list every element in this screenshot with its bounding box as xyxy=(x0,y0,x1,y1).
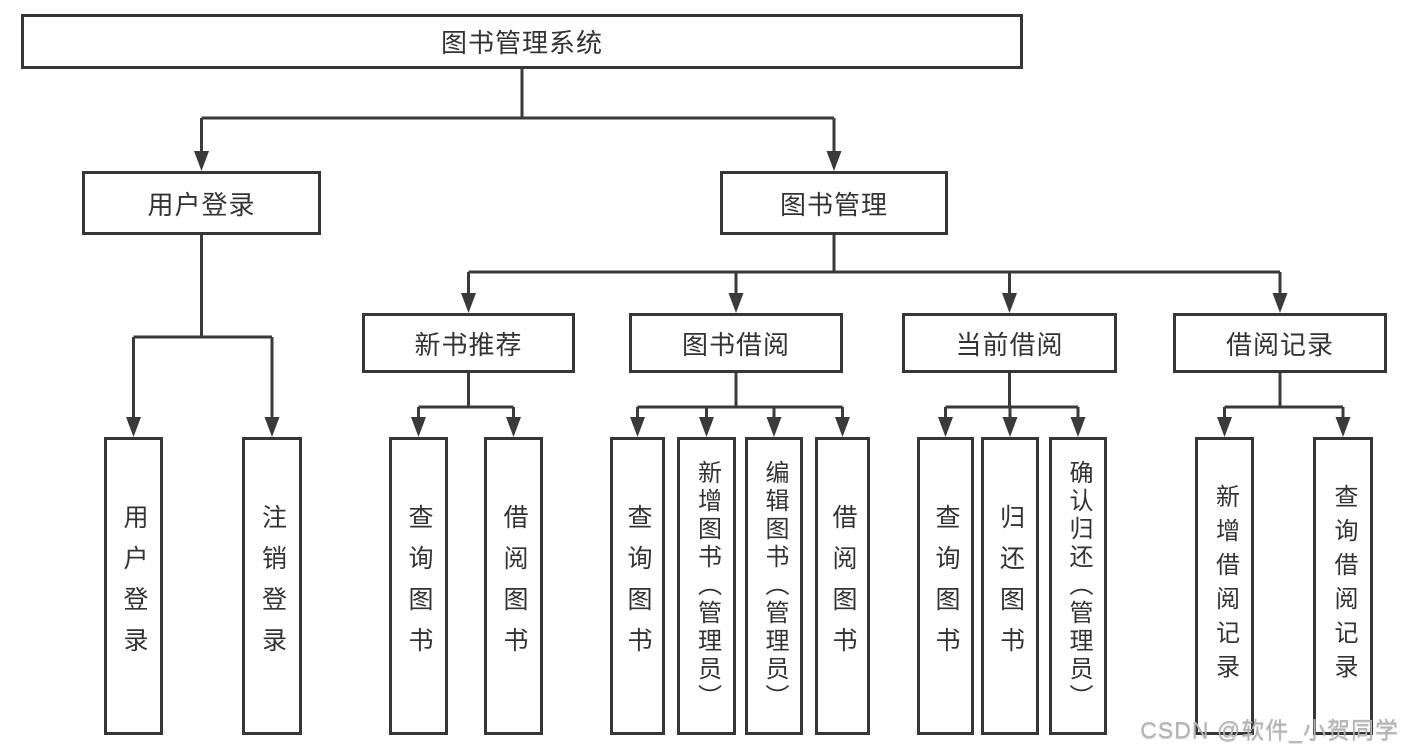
leaf-add-borrow-record: 新增借阅记录 xyxy=(1195,437,1254,735)
node-user-login: 用户登录 xyxy=(82,171,321,235)
node-label: 新书推荐 xyxy=(414,329,523,360)
node-new-book-recommend: 新书推荐 xyxy=(362,313,575,373)
node-label: 图书管理 xyxy=(779,189,888,220)
node-label: 借阅记录 xyxy=(1225,329,1334,360)
leaf-confirm-return-admin: 确认归还（管理员） xyxy=(1049,437,1107,735)
node-book-management: 图书管理 xyxy=(720,171,948,235)
node-label: 查询借阅记录 xyxy=(1330,484,1357,688)
leaf-borrow-books-recommend: 借阅图书 xyxy=(484,437,543,735)
leaf-borrow-books-borrowing: 借阅图书 xyxy=(815,437,870,735)
csdn-watermark: CSDN @软件_小贺同学 xyxy=(1140,717,1399,743)
node-current-borrowing: 当前借阅 xyxy=(902,313,1117,373)
node-label: 新增图书（管理员） xyxy=(693,460,721,712)
node-label: 用户登录 xyxy=(120,504,148,668)
node-label: 借阅图书 xyxy=(500,504,528,668)
leaf-user-login: 用户登录 xyxy=(104,437,163,735)
leaf-logout: 注销登录 xyxy=(242,437,302,735)
node-label: 借阅图书 xyxy=(829,504,857,668)
node-label: 新增借阅记录 xyxy=(1211,484,1239,688)
leaf-query-books-recommend: 查询图书 xyxy=(389,437,448,735)
node-label: 注销登录 xyxy=(258,504,287,668)
leaf-return-books: 归还图书 xyxy=(981,437,1039,735)
node-book-borrowing: 图书借阅 xyxy=(629,313,843,373)
node-library-management-system: 图书管理系统 xyxy=(21,14,1023,69)
node-label: 确认归还（管理员） xyxy=(1065,460,1092,712)
node-label: 当前借阅 xyxy=(955,329,1064,360)
leaf-edit-book-admin: 编辑图书（管理员） xyxy=(745,437,803,735)
leaf-add-book-admin: 新增图书（管理员） xyxy=(677,437,736,735)
node-label: 查询图书 xyxy=(624,504,652,668)
leaf-query-books-borrowing: 查询图书 xyxy=(610,437,665,735)
node-label: 用户登录 xyxy=(147,189,256,220)
leaf-query-books-current: 查询图书 xyxy=(917,437,974,735)
node-borrowing-records: 借阅记录 xyxy=(1173,313,1387,373)
leaf-query-borrow-record: 查询借阅记录 xyxy=(1313,437,1373,735)
node-label: 图书借阅 xyxy=(681,329,790,360)
node-label: 编辑图书（管理员） xyxy=(761,460,788,712)
node-label: 图书管理系统 xyxy=(440,28,603,58)
node-label: 归还图书 xyxy=(996,504,1025,668)
node-label: 查询图书 xyxy=(932,504,960,668)
node-label: 查询图书 xyxy=(405,504,433,668)
